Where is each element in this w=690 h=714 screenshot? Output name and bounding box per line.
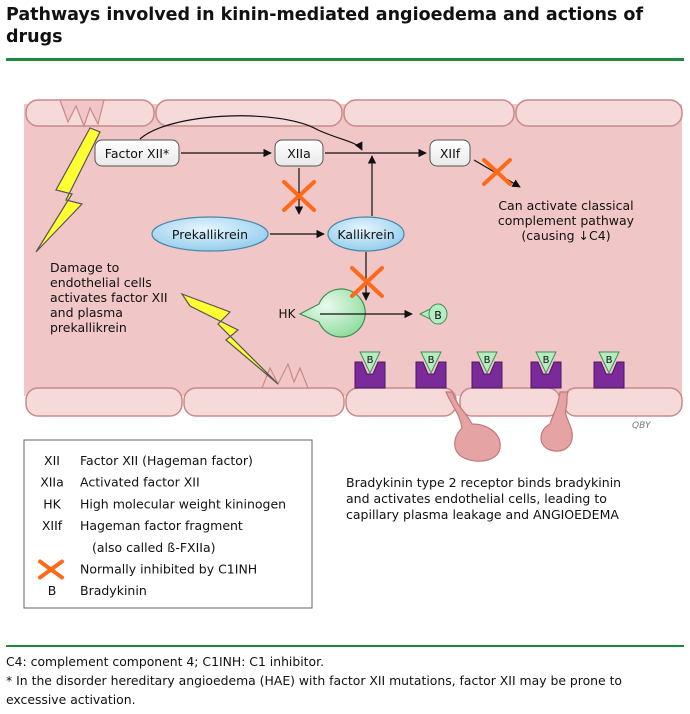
legend-abbr: XII [44, 453, 60, 468]
prekallikrein-ellipse [151, 216, 269, 252]
damage-line: and plasma [50, 305, 123, 320]
receptor-icon [530, 361, 562, 389]
lightning-bolt-top [35, 127, 101, 253]
bradykinin-bound-icon [476, 351, 498, 375]
hk-shape [298, 288, 366, 338]
title-rule [6, 58, 684, 61]
legend-desc: High molecular weight kininogen [80, 496, 286, 511]
legend-abbr: B [48, 583, 57, 598]
bradykinin-bound-label: B [428, 355, 435, 366]
complement-line: (causing ↓C4) [521, 228, 610, 243]
legend-row: XIIf Hageman factor fragment [42, 518, 243, 533]
damage-notch-bottom [261, 362, 309, 389]
bradykinin-bound-label: B [484, 355, 491, 366]
footnote-hae-cont: excessive activation. [6, 692, 136, 707]
legend-desc: Normally inhibited by C1INH [80, 562, 257, 577]
plasma-leakage [445, 391, 573, 462]
xiif-box [429, 139, 471, 167]
pathway-diagram: Factor XII* XIIa XIIf Prekallikrein Kall… [23, 99, 683, 609]
complement-text: Can activate classical complement pathwa… [498, 198, 635, 243]
footer-rule [6, 645, 684, 647]
bradykinin-bound-label: B [367, 355, 374, 366]
legend-abbr: HK [43, 496, 61, 511]
receptor-icon [593, 361, 625, 389]
legend-desc: Bradykinin [80, 583, 147, 598]
kallikrein-ellipse [327, 216, 405, 252]
bradykinin-bound-icon [359, 351, 381, 375]
legend-row: Normally inhibited by C1INH [38, 559, 257, 580]
legend-abbr: XIIf [42, 518, 63, 533]
factor-xii-label: Factor XII* [105, 146, 169, 161]
inhibit-x-icon [38, 559, 64, 580]
top-endothelial-cells [25, 99, 683, 127]
receptor-text: Bradykinin type 2 receptor binds bradyki… [346, 475, 621, 522]
inhibit-x-marks [282, 158, 512, 298]
receptor-line: capillary plasma leakage and ANGIOEDEMA [346, 507, 619, 522]
damage-line: Damage to [50, 260, 119, 275]
xiia-label: XIIa [287, 146, 311, 161]
receptor-line: and activates endothelial cells, leading… [346, 491, 607, 506]
legend-abbr: XIIa [40, 475, 64, 490]
bradykinin-free-body [428, 303, 448, 325]
legend-desc: Factor XII (Hageman factor) [80, 453, 253, 468]
complement-line: Can activate classical [498, 198, 633, 213]
hk-label: HK [279, 307, 297, 321]
legend-desc: (also called ß-FXIIa) [92, 540, 216, 555]
pathway-arrows [139, 115, 521, 319]
xiia-box [274, 139, 324, 167]
legend-row: XII Factor XII (Hageman factor) [44, 453, 253, 468]
receptor-icon [354, 361, 386, 389]
receptor-icon [415, 361, 447, 389]
complement-line: complement pathway [498, 213, 635, 228]
damage-notch-top [59, 99, 105, 128]
lightning-bolt-bottom [180, 292, 279, 385]
damage-line: activates factor XII [50, 290, 168, 305]
receptor-with-bradykinin: B [471, 351, 503, 389]
receptor-line: Bradykinin type 2 receptor binds bradyki… [346, 475, 621, 490]
damage-line: prekallikrein [50, 320, 127, 335]
prekallikrein-label: Prekallikrein [172, 227, 248, 242]
legend-desc: Activated factor XII [80, 475, 200, 490]
receptor-with-bradykinin: B [530, 351, 562, 389]
damage-text: Damage to endothelial cells activates fa… [50, 260, 168, 335]
legend: XII Factor XII (Hageman factor) XIIa Activa… [38, 453, 286, 598]
receptor-icon [471, 361, 503, 389]
footnote-abbrev: C4: complement component 4; C1INH: C1 in… [6, 654, 325, 669]
footnote-hae: * In the disorder hereditary angioedema … [6, 673, 623, 688]
receptor-with-bradykinin: B [415, 351, 447, 389]
bottom-endothelial-cells [25, 387, 683, 417]
receptor-with-bradykinin: B [354, 351, 386, 389]
receptor-with-bradykinin: B [593, 351, 625, 389]
factor-xii-box [94, 139, 180, 167]
bradykinin-free-label: B [434, 309, 442, 322]
legend-row: HK High molecular weight kininogen [43, 496, 286, 511]
legend-row: (also called ß-FXIIa) [92, 540, 216, 555]
legend-desc: Hageman factor fragment [80, 518, 243, 533]
legend-row: B Bradykinin [48, 583, 147, 598]
bradykinin-bound-icon [535, 351, 557, 375]
artist-signature: QBY [632, 421, 652, 431]
bradykinin-bound-label: B [543, 355, 550, 366]
xiif-label: XIIf [440, 146, 461, 161]
kallikrein-label: Kallikrein [337, 227, 394, 242]
damage-line: endothelial cells [50, 275, 152, 290]
legend-row: XIIa Activated factor XII [40, 475, 199, 490]
legend-box [23, 439, 313, 609]
page-title: Pathways involved in kinin-mediated angi… [6, 5, 644, 47]
bradykinin-bound-label: B [606, 355, 613, 366]
bradykinin-bound-icon [420, 351, 442, 375]
bradykinin-bound-icon [598, 351, 620, 375]
